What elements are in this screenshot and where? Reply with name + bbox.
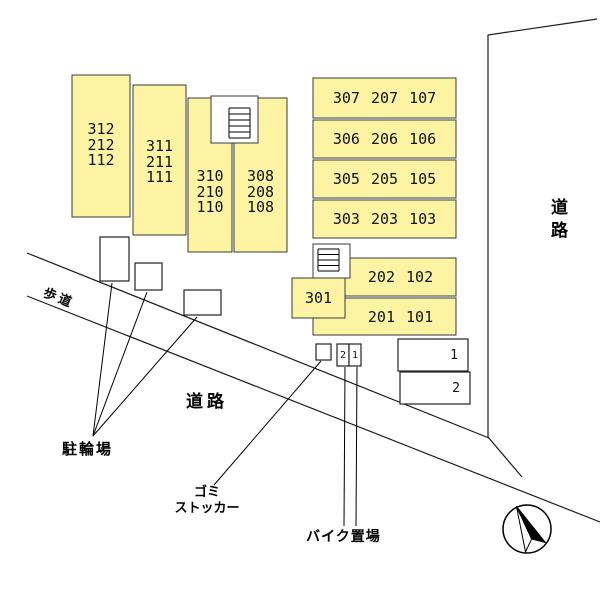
- leader-bike-1: [343, 366, 346, 527]
- unit-301: 301: [304, 289, 333, 307]
- room-number: 310: [196, 167, 224, 185]
- bike-space-box-1: [348, 343, 362, 367]
- site-fixtures: [99, 236, 471, 405]
- room-number: 311: [145, 137, 174, 155]
- unit-block-310: 310 210 110: [188, 167, 232, 219]
- block-b-shape: [132, 84, 187, 236]
- road-label-right: 道路: [548, 198, 567, 244]
- boundary-lines: [487, 18, 598, 478]
- compass-icon: [502, 504, 552, 554]
- unit-block-312: 312 212 112: [72, 120, 130, 172]
- parking-space-1-number: 1: [450, 347, 458, 363]
- room-number: 312: [87, 120, 115, 138]
- unit-row-306: 306 206 106: [332, 130, 437, 148]
- bicycle-parking-label: 駐輪場: [62, 441, 114, 458]
- room-number: 112: [87, 151, 115, 169]
- leader-garbage: [213, 360, 322, 486]
- leader-bicycle-3: [92, 316, 198, 437]
- leader-lines: [92, 282, 358, 527]
- row-303-shape: [312, 199, 457, 239]
- bike-parking-label: バイク置場: [306, 528, 381, 544]
- bike-space-2-number: 2: [339, 349, 347, 361]
- room-301-shape: [291, 277, 346, 319]
- room-number: 110: [196, 198, 224, 216]
- stairs-icons: [228, 107, 340, 272]
- unit-block-308: 308 208 108: [234, 167, 287, 219]
- room-number: 210: [196, 182, 224, 201]
- compass-needle-black: [515, 506, 547, 544]
- unit-block-311: 311 211 111: [133, 137, 186, 189]
- garbage-stocker-label: ゴミ ストッカー: [168, 484, 246, 516]
- road-lines: [26, 252, 600, 523]
- room-number: 108: [246, 198, 275, 216]
- stair-notch-lower: [312, 243, 351, 279]
- bicycle-stand-2: [134, 262, 163, 291]
- stairs-icon: [228, 107, 251, 139]
- stairs-icon: [317, 248, 340, 272]
- bicycle-stand-3: [183, 289, 222, 316]
- unit-row-307: 307 207 107: [332, 89, 437, 107]
- row-307-shape: [312, 77, 457, 119]
- room-number: 212: [87, 135, 115, 154]
- bike-space-1-number: 1: [351, 349, 359, 361]
- room-number: 308: [246, 167, 275, 185]
- parking-space-2-box: [399, 371, 471, 405]
- row-305-shape: [312, 159, 457, 199]
- compass-needle: [515, 506, 547, 554]
- unit-row-303: 303 203 103: [332, 210, 437, 228]
- leader-bicycle-1: [92, 282, 113, 437]
- leader-bicycle-2: [92, 291, 148, 437]
- leader-bike-2: [355, 366, 358, 527]
- unit-row-305: 305 205 105: [332, 170, 437, 188]
- parking-space-2-number: 2: [452, 380, 460, 396]
- parking-space-1-box: [397, 338, 469, 372]
- room-number: 211: [145, 152, 174, 171]
- room-number: 111: [145, 168, 174, 186]
- block-a-shape: [71, 74, 131, 218]
- garbage-stocker-label-line1: ゴミ: [193, 484, 220, 499]
- bicycle-stand-1: [99, 236, 130, 282]
- unit-row-201: 201 101: [367, 307, 434, 326]
- compass-circle: [502, 504, 552, 554]
- garbage-stocker-label-line2: ストッカー: [174, 500, 240, 515]
- room-number: 208: [246, 182, 275, 201]
- row-306-shape: [312, 119, 457, 159]
- unit-row-202: 202 102: [367, 268, 434, 286]
- garbage-stocker-box: [315, 343, 332, 361]
- road-label-bottom: 道路: [186, 392, 228, 411]
